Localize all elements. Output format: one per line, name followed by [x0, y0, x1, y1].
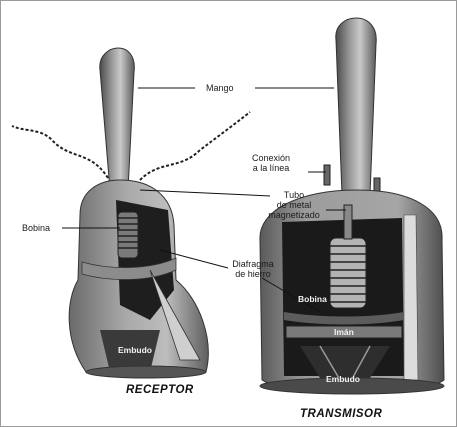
caption-receptor: RECEPTOR [126, 384, 194, 396]
label-embudo-right: Embudo [326, 374, 360, 384]
label-diafragma-line1: Diafragma [222, 259, 284, 269]
label-diafragma-line2: de hierro [222, 269, 284, 279]
label-tubo: Tubo de metal magnetizado [262, 190, 326, 220]
connection-terminal-left [324, 165, 330, 185]
label-mango: Mango [206, 83, 234, 93]
transmisor-coil [330, 238, 366, 308]
transmisor-handle [336, 18, 376, 195]
left-wire-1 [12, 126, 108, 178]
label-diafragma: Diafragma de hierro [222, 259, 284, 279]
label-bobina-right: Bobina [298, 294, 327, 304]
receptor-phone [12, 48, 250, 378]
label-tubo-line1: Tubo [262, 190, 326, 200]
label-tubo-line2: de metal [262, 200, 326, 210]
label-tubo-line3: magnetizado [262, 210, 326, 220]
caption-transmisor: TRANSMISOR [300, 408, 382, 420]
left-wire-2 [140, 112, 250, 180]
label-conexion-line2: a la línea [236, 163, 306, 173]
receptor-coil [118, 212, 138, 258]
label-bobina-left: Bobina [22, 223, 50, 233]
receptor-handle [100, 48, 135, 190]
label-iman: Imán [334, 327, 354, 337]
label-conexion-line1: Conexión [236, 153, 306, 163]
label-embudo-left: Embudo [118, 345, 152, 355]
label-conexion: Conexión a la línea [236, 153, 306, 173]
